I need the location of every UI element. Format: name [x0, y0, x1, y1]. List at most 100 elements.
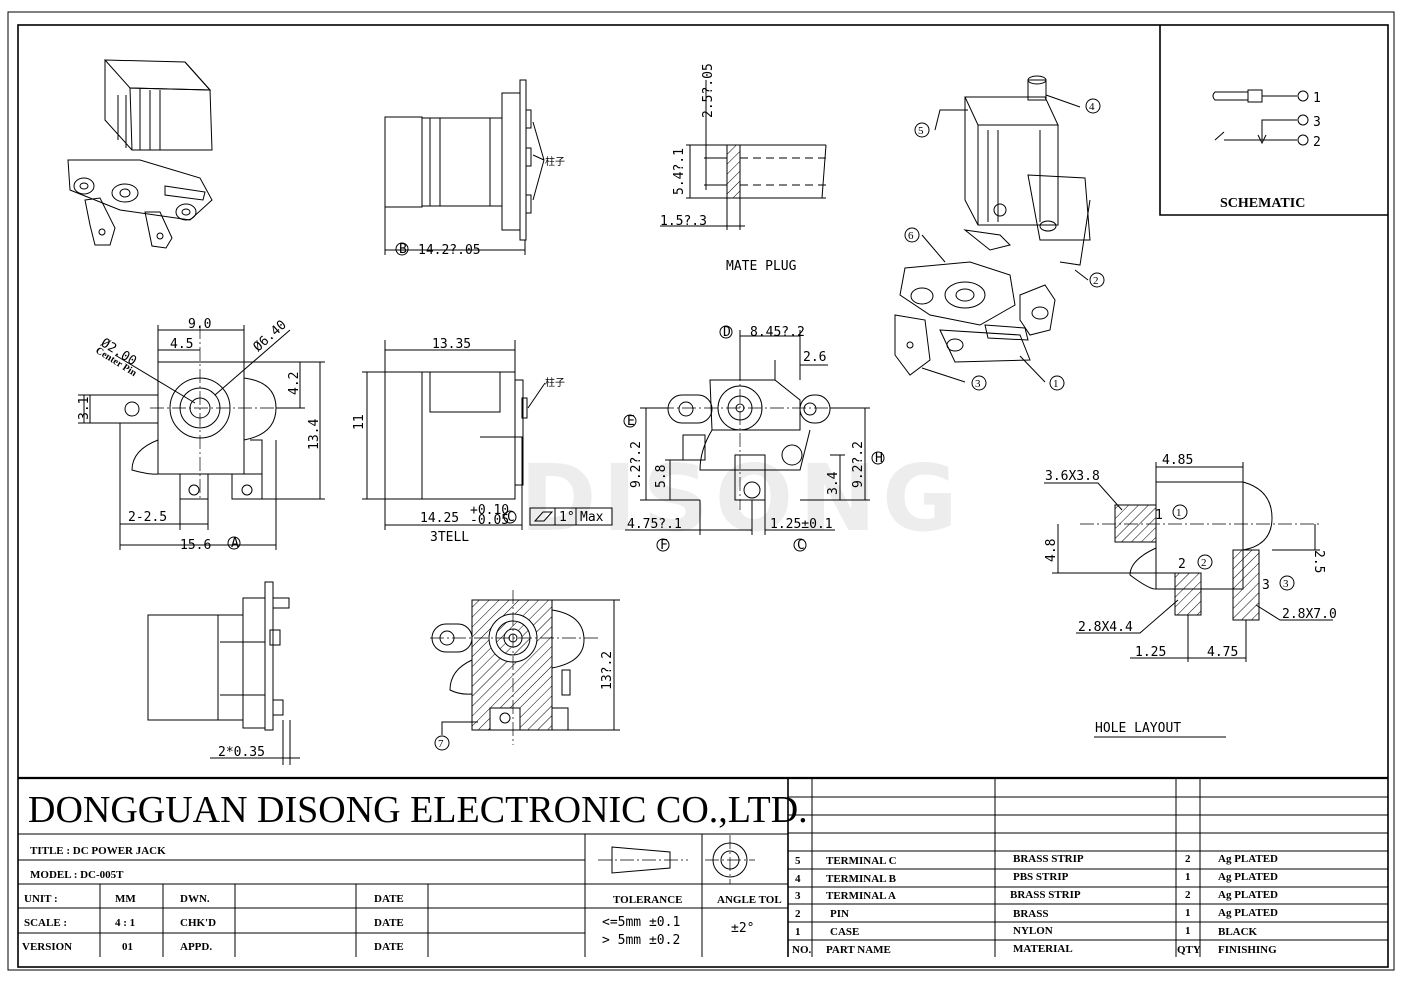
- dim-dia-6-4: Ø6.40: [251, 318, 290, 355]
- row-3-qty: 2: [1185, 889, 1191, 901]
- row-1-material: NYLON: [1013, 925, 1053, 937]
- dim-hole-2-8x7-0: 2.8X7.0: [1282, 607, 1337, 622]
- row-5-material: BRASS STRIP: [1013, 853, 1084, 865]
- projection-symbol-icon: [598, 835, 755, 884]
- hole-balloon-2: 2: [1201, 557, 1207, 569]
- header-qty: QTY: [1177, 944, 1201, 956]
- exploded-view: 5 4 6 2 3 1: [894, 75, 1105, 391]
- dim-9-2-a: 9.2?.2: [629, 441, 644, 488]
- date-label-1: DATE: [374, 893, 404, 905]
- dwn-label: DWN.: [180, 893, 210, 905]
- parts-table: 5 TERMINAL C BRASS STRIP 2 Ag PLATED 4 T…: [788, 778, 1388, 957]
- row-2-no: 2: [795, 908, 801, 920]
- hole-layout: 4.85 3.6X3.8 4.8 2.5 2.8X4.4 2.8X7.0 1.2…: [1044, 453, 1337, 738]
- scale-value: 4 : 1: [115, 917, 135, 929]
- dim-mate-2-5: 2.5?.05: [701, 63, 716, 118]
- unit-value: MM: [115, 893, 136, 905]
- hole-layout-label: HOLE LAYOUT: [1095, 721, 1181, 736]
- dim-13-section: 13?.2: [600, 651, 615, 690]
- datum-f: F: [660, 538, 668, 553]
- iso-view-top-left: [67, 59, 213, 249]
- mate-plug-label: MATE PLUG: [726, 259, 797, 274]
- hole-number-3: 3: [1262, 578, 1270, 593]
- dim-3-4: 3.4: [826, 471, 841, 495]
- fcf-angle: 1°: [559, 510, 575, 525]
- tol-minus: -0.05: [470, 513, 509, 528]
- pillar-label-b: 柱子: [545, 376, 565, 389]
- dim-hole-4-8: 4.8: [1044, 539, 1059, 562]
- tolerance-line-2: > 5mm ±0.2: [602, 933, 680, 948]
- row-3-name: TERMINAL A: [826, 890, 896, 902]
- pillar-label-a: 柱子: [545, 155, 565, 168]
- scale-label: SCALE :: [24, 917, 67, 929]
- dim-hole-1-25: 1.25: [1135, 645, 1166, 660]
- hole-number-2: 2: [1178, 557, 1186, 572]
- three-tell-label: 3TELL: [430, 530, 469, 545]
- dim-2-2-5: 2-2.5: [128, 510, 167, 525]
- balloon-6: 6: [908, 230, 914, 242]
- title-block: DONGGUAN DISONG ELECTRONIC CO.,LTD. TITL…: [18, 776, 1388, 957]
- datum-d: D: [723, 325, 731, 340]
- dim-15-6: 15.6: [180, 538, 211, 553]
- tolerance-line-1: <=5mm ±0.1: [602, 915, 680, 930]
- balloon-3: 3: [975, 378, 981, 390]
- dim-4-2: 4.2: [287, 372, 302, 395]
- dim-13-4: 13.4: [307, 419, 322, 450]
- feature-control-frame: [529, 507, 613, 526]
- dim-mate-1-5: 1.5?.3: [660, 214, 707, 229]
- datum-a: A: [231, 536, 239, 551]
- row-3-finish: Ag PLATED: [1218, 889, 1278, 901]
- schematic-box: 1 3 2 SCHEMATIC: [1159, 25, 1388, 216]
- side-view-b: 柱子 B 14.2?.05: [384, 79, 565, 258]
- dim-11: 11: [352, 414, 367, 430]
- balloon-2: 2: [1093, 275, 1099, 287]
- header-material: MATERIAL: [1013, 943, 1073, 955]
- dim-5-8: 5.8: [654, 465, 669, 488]
- dim-hole-4-85: 4.85: [1162, 453, 1193, 468]
- datum-e: E: [627, 414, 635, 429]
- schematic-pin-1: 1: [1313, 91, 1321, 106]
- schematic-title: SCHEMATIC: [1220, 196, 1305, 211]
- datum-c-bottom: C: [797, 538, 805, 553]
- datum-c-side: C: [507, 510, 515, 525]
- dim-9-2-b: 9.2?.2: [851, 441, 866, 488]
- dim-1-25: 1.25±0.1: [770, 517, 833, 532]
- row-3-material: BRASS STRIP: [1010, 889, 1081, 901]
- section-view: 13?.2 7: [430, 590, 620, 751]
- dim-hole-2-5: 2.5: [1311, 550, 1326, 573]
- outer-border: [7, 11, 1395, 971]
- tolerance-header: TOLERANCE: [613, 894, 682, 906]
- row-2-material: BRASS: [1013, 908, 1048, 920]
- row-5-qty: 2: [1185, 853, 1191, 865]
- row-4-finish: Ag PLATED: [1218, 871, 1278, 883]
- dim-2x0-35: 2*0.35: [218, 745, 265, 760]
- dim-9-0: 9.0: [188, 317, 211, 332]
- row-3-no: 3: [795, 890, 801, 902]
- dim-14-25: 14.25: [420, 511, 459, 526]
- dim-8-45: 8.45?.2: [750, 325, 805, 340]
- row-4-no: 4: [795, 873, 801, 885]
- model-field: MODEL : DC-005T: [30, 869, 124, 881]
- balloon-4: 4: [1089, 101, 1095, 113]
- row-2-name: PIN: [830, 908, 849, 920]
- angle-tol-header: ANGLE TOL: [717, 894, 782, 906]
- title-field: TITLE : DC POWER JACK: [30, 845, 166, 857]
- hole-balloon-1: 1: [1176, 507, 1182, 519]
- side-view-lower: 2*0.35: [147, 581, 300, 765]
- dim-4-75: 4.75?.1: [627, 517, 682, 532]
- schematic-pin-3: 3: [1313, 115, 1321, 130]
- row-2-qty: 1: [1185, 907, 1191, 919]
- version-label: VERSION: [22, 941, 72, 953]
- row-5-name: TERMINAL C: [826, 855, 897, 867]
- row-1-finish: BLACK: [1218, 926, 1258, 938]
- header-no: NO.: [792, 944, 812, 956]
- header-finishing: FINISHING: [1218, 944, 1277, 956]
- header-part-name: PART NAME: [826, 944, 891, 956]
- dim-hole-3-6x3-8: 3.6X3.8: [1045, 469, 1100, 484]
- version-value: 01: [122, 941, 133, 953]
- schematic-pin-2: 2: [1313, 135, 1321, 150]
- dim-mate-5-4: 5.4?.1: [672, 148, 687, 195]
- balloon-7: 7: [438, 738, 444, 750]
- dim-14-2: 14.2?.05: [418, 243, 481, 258]
- bottom-view-d: D 8.45?.2 2.6 E 9.2?.2 5.8 3.4 9.2?.2 H …: [623, 325, 885, 553]
